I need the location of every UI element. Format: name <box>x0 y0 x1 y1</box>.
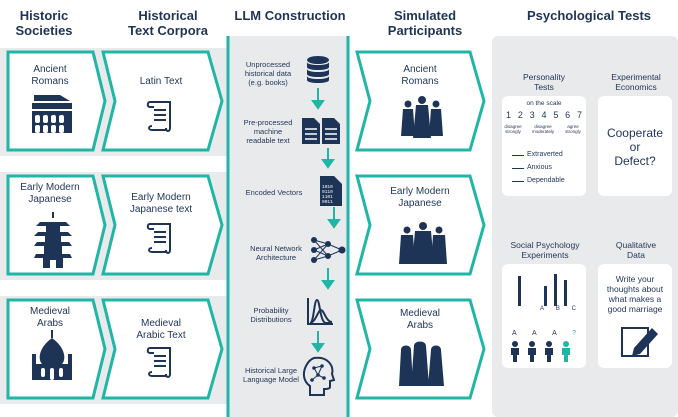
corpus-label-japanese: Early Modern Japanese text <box>129 192 193 215</box>
llm-step-label-unprocessed: Unprocessed historical data (e.g. books) <box>244 60 292 87</box>
header-simulated-participants: Simulated Participants <box>387 8 463 38</box>
society-label-japanese: Early Modern Japanese <box>20 182 80 205</box>
scale-anchor-left: disagree strongly <box>504 124 522 134</box>
people-labels: A A A ? <box>512 330 576 337</box>
arab-figures-icon <box>399 341 444 386</box>
person-answer: A <box>552 330 557 337</box>
social-title: Social Psychology Experiments <box>510 240 580 260</box>
scale-number: 2 <box>517 110 523 120</box>
llm-step-label-probability: Probability Distributions <box>250 306 292 324</box>
pagoda-icon <box>34 212 72 268</box>
person-answer: A <box>532 330 537 337</box>
llm-step-label-neural-network: Neural Network Architecture <box>250 244 302 262</box>
participant-label-romans: Ancient Romans <box>401 64 439 87</box>
line-label: A <box>540 306 545 312</box>
ai-head-icon <box>302 356 336 396</box>
line-label: C <box>571 306 576 312</box>
scroll-icon <box>146 347 171 378</box>
scale-number: 6 <box>565 110 571 120</box>
llm-step-label-historical-llm: Historical Large Language Model <box>243 366 299 384</box>
asch-lines-icon <box>518 274 567 306</box>
database-icon <box>307 56 329 83</box>
personality-test-card <box>502 96 586 196</box>
trait-item: Anxious <box>512 161 586 174</box>
person-answer: ? <box>572 330 576 337</box>
colosseum-icon <box>32 95 72 133</box>
economics-title: Experimental Economics <box>611 72 661 92</box>
qualitative-prompt: Write your thoughts about what makes a g… <box>606 274 664 314</box>
svg-text:0011: 0011 <box>322 199 333 205</box>
header-psychological-tests: Psychological Tests <box>526 8 652 23</box>
roman-figures-icon <box>401 96 443 138</box>
participant-label-japanese: Early Modern Japanese <box>390 186 450 209</box>
society-label-arabs: Medieval Arabs <box>29 306 71 329</box>
economics-test-card <box>598 96 672 196</box>
mosque-dome-icon <box>32 330 72 380</box>
documents-icon <box>302 118 340 144</box>
svg-text:0110: 0110 <box>322 189 333 195</box>
neural-network-icon <box>311 237 346 263</box>
distribution-chart-icon <box>307 298 333 325</box>
corpus-label-latin: Latin Text <box>139 76 183 87</box>
svg-text:1101: 1101 <box>322 194 333 200</box>
scale-number: 3 <box>529 110 535 120</box>
trait-item: Extraverted <box>512 148 586 161</box>
svg-text:1010: 1010 <box>322 184 333 190</box>
scale-number: 4 <box>541 110 547 120</box>
llm-construction-panel <box>228 36 348 417</box>
society-label-romans: Ancient Romans <box>31 64 69 87</box>
header-historical-text-corpora: Historical Text Corpora <box>128 8 208 38</box>
scroll-icon <box>146 223 171 254</box>
qualitative-title: Qualitative Data <box>615 240 657 260</box>
participant-label-arabs: Medieval Arabs <box>399 308 441 331</box>
trait-item: Dependable <box>512 174 586 187</box>
cooperate-defect-question: Cooperate or Defect? <box>606 126 664 168</box>
scale-anchor-right: agree strongly <box>565 124 581 134</box>
scale-anchor-mid: disagree moderately <box>531 124 555 134</box>
scale-caption: on the scale <box>526 100 562 107</box>
corpus-label-arabic: Medieval Arabic Text <box>136 318 186 341</box>
japanese-figures-icon <box>399 222 447 264</box>
scale-number: 5 <box>553 110 559 120</box>
scroll-icon <box>146 101 171 132</box>
person-answer: A <box>512 330 517 337</box>
scale-numbers: 1 2 3 4 5 6 7 <box>506 110 582 120</box>
trait-list: Extraverted Anxious Dependable <box>512 148 586 187</box>
group-people-icon <box>511 341 570 362</box>
header-llm-construction: LLM Construction <box>234 8 346 23</box>
scale-number: 1 <box>506 110 512 120</box>
pencil-note-icon <box>621 327 658 357</box>
llm-step-label-preprocessed: Pre-processed machine readable text <box>243 118 293 145</box>
scale-number: 7 <box>576 110 582 120</box>
personality-title: Personality Tests <box>522 72 566 92</box>
line-labels: A B C <box>540 306 576 312</box>
llm-step-label-encoded: Encoded Vectors <box>245 188 303 197</box>
header-historic-societies: Historic Societies <box>15 8 73 38</box>
line-label: B <box>555 306 560 312</box>
